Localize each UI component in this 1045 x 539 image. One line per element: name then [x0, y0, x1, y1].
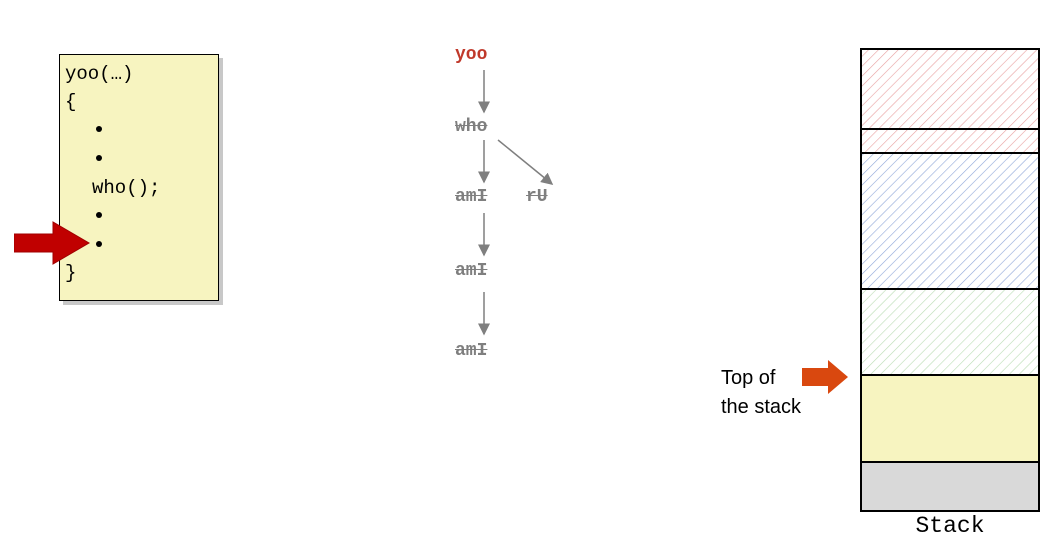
code-bullet [96, 155, 102, 161]
tree-node-ami: amI [455, 187, 488, 207]
tree-node-ami: amI [455, 341, 488, 361]
top-of-stack-line1: Top of [721, 367, 776, 389]
code-open-brace: { [65, 91, 77, 113]
stack-label: Stack [915, 513, 985, 539]
code-bullet [96, 212, 102, 218]
stack-frame-active [860, 374, 1040, 463]
call-tree-edges [478, 70, 554, 336]
code-bullet [96, 126, 102, 132]
stack-frame-base [860, 461, 1040, 512]
edge-who-ru [497, 139, 554, 185]
tree-node-ru: rU [526, 187, 548, 207]
stack-frame-hatched-red [860, 48, 1040, 130]
code-header: yoo(…) [65, 63, 134, 85]
code-close-brace: } [65, 262, 77, 284]
stack-frame-hatched-red-small [860, 128, 1040, 154]
tree-node-yoo: yoo [455, 45, 488, 65]
top-of-stack-arrow [802, 360, 848, 394]
stack-frames [860, 48, 1040, 512]
code-panel: yoo(…) { who(); } [59, 54, 219, 301]
current-line-arrow [14, 221, 90, 265]
code-call: who(); [92, 177, 161, 199]
top-of-stack-label: Top of the stack [721, 364, 801, 422]
code-bullet [96, 241, 102, 247]
tree-node-who: who [455, 117, 488, 137]
top-of-stack-line2: the stack [721, 396, 802, 418]
stack-frame-hatched-green [860, 288, 1040, 376]
stack-frame-hatched-blue [860, 152, 1040, 290]
tree-node-ami: amI [455, 261, 488, 281]
stack [860, 48, 1040, 512]
